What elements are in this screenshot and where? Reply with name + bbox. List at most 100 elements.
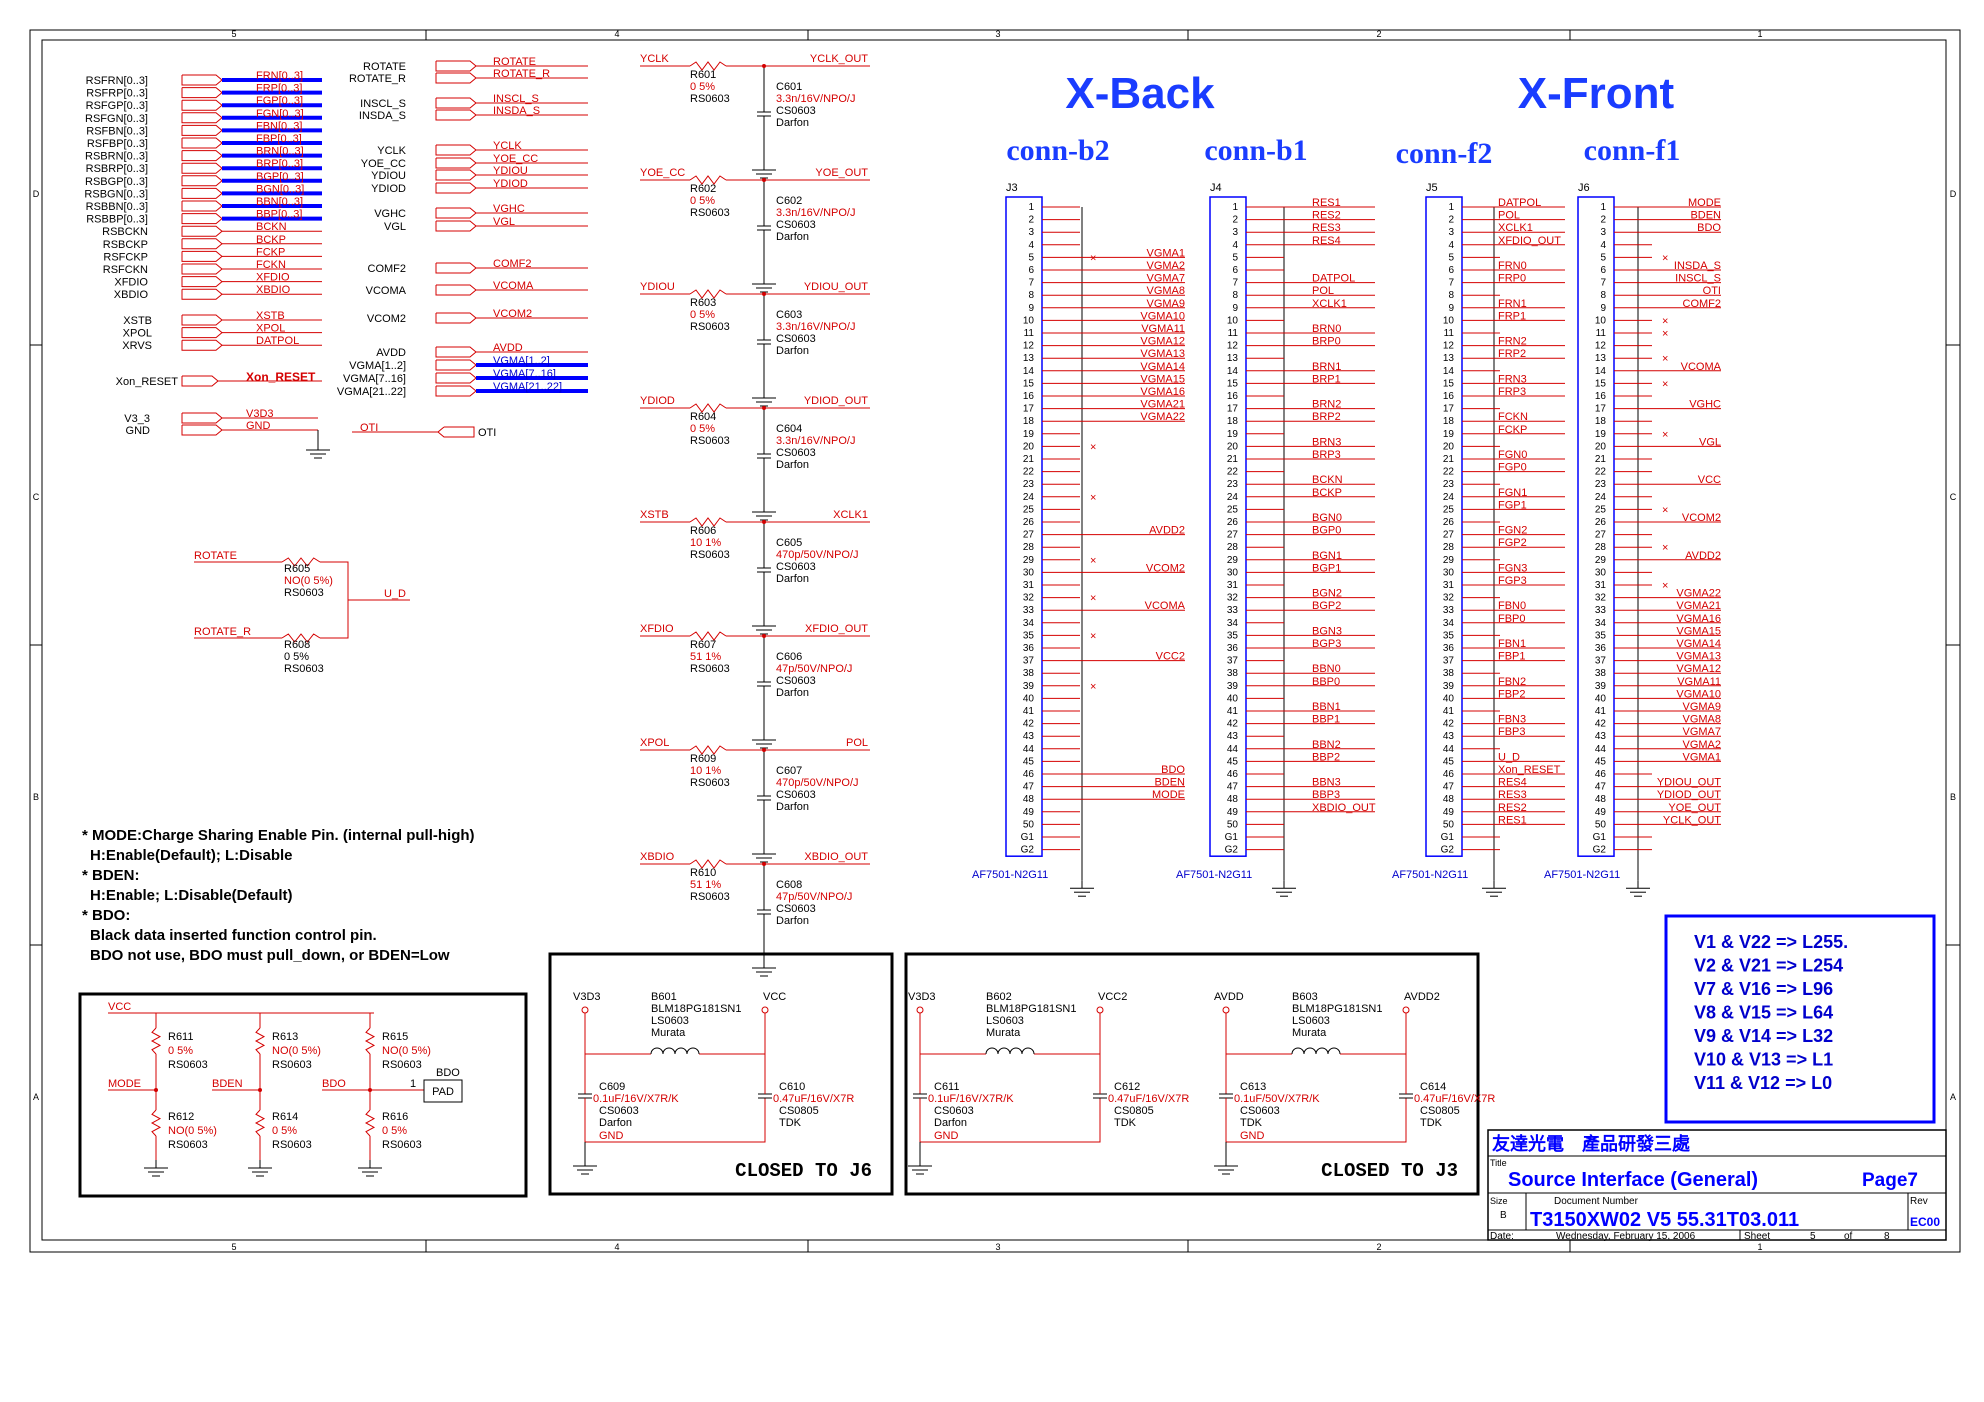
frame-col-top: 2	[1376, 29, 1381, 39]
pin-net: BGN1	[1312, 550, 1342, 562]
pull-res-pkg: RS0603	[382, 1139, 422, 1151]
bead-c2-pkg: CS0805	[1420, 1105, 1460, 1117]
pin-number: 16	[1023, 391, 1035, 402]
resistor-symbol	[364, 1109, 376, 1137]
pin-net: VGMA14	[1676, 638, 1721, 650]
rot-r2-value: 0 5%	[284, 651, 309, 663]
pin-number: 36	[1595, 643, 1607, 654]
pin-net: FCKN	[1498, 411, 1528, 423]
pin-number: 44	[1595, 744, 1607, 755]
bead-c2-value: 0.47uF/16V/X7R	[773, 1093, 854, 1105]
wire	[699, 1013, 766, 1055]
xon-name: Xon_RESET	[116, 376, 179, 388]
mid-signal-net: VGMA[7..16]	[493, 368, 556, 380]
frame-col-bottom: 3	[995, 1242, 1000, 1252]
filter-input: XFDIO	[640, 623, 674, 635]
bead-c1-mfr: Darfon	[934, 1117, 967, 1129]
pin-net: RES3	[1498, 789, 1527, 801]
junction	[762, 292, 766, 296]
filter-cap-pkg: CS0603	[776, 789, 816, 801]
pin-net: YCLK_OUT	[1663, 814, 1721, 826]
resistor-symbol	[689, 859, 727, 869]
pin-number: 9	[1600, 303, 1606, 314]
bead-coil	[1291, 1047, 1305, 1055]
connector-title: conn-b1	[1204, 134, 1307, 167]
pin-net: INSDA_S	[1674, 260, 1721, 272]
notes: * MODE:Charge Sharing Enable Pin. (inter…	[82, 827, 475, 964]
pin-number: 7	[1448, 278, 1454, 289]
frame-col-bottom: 4	[614, 1242, 619, 1252]
left-signal-net: FBN[0..3]	[256, 120, 302, 132]
power-port	[1402, 1006, 1410, 1014]
left-signal-net: XFDIO	[256, 272, 290, 284]
bead-out: VCC	[763, 991, 786, 1003]
no-connect-mark: ×	[1090, 555, 1096, 567]
pin-number: 44	[1443, 744, 1455, 755]
mid-signal-net: INSDA_S	[493, 105, 540, 117]
port-symbol	[435, 207, 477, 219]
pin-number: 24	[1023, 492, 1035, 503]
power-port	[1096, 1006, 1104, 1014]
pin-number: 38	[1595, 668, 1607, 679]
power-port	[1222, 1006, 1230, 1014]
pin-number: 47	[1227, 782, 1239, 793]
bead-ref: B602	[986, 991, 1012, 1003]
left-signal-name: XBDIO	[114, 289, 149, 301]
bead-c1-ref: C611	[934, 1081, 959, 1093]
pin-net: XCLK1	[1498, 222, 1533, 234]
pin-net: BBN1	[1312, 701, 1341, 713]
pull-res-ref: R615	[382, 1031, 408, 1043]
note-line: * MODE:Charge Sharing Enable Pin. (inter…	[82, 827, 475, 844]
pin-net: FGN2	[1498, 525, 1527, 537]
pull-res-value: NO(0 5%)	[382, 1045, 431, 1057]
connector-part: AF7501-N2G11	[1176, 869, 1252, 881]
pin-number: 8	[1600, 290, 1606, 301]
frame-col-bottom: 1	[1757, 1242, 1762, 1252]
pin-number: 25	[1023, 504, 1035, 515]
pin-number: 45	[1227, 756, 1239, 767]
bead-coil	[985, 1047, 999, 1055]
pin-number: 43	[1443, 731, 1455, 742]
pin-net: VGMA12	[1676, 663, 1721, 675]
pin-number: 6	[1232, 265, 1238, 276]
pin-number: 50	[1443, 819, 1455, 830]
pin-net: FRP1	[1498, 310, 1526, 322]
pin-net: FRP3	[1498, 386, 1526, 398]
pin-net: FGP2	[1498, 537, 1527, 549]
pin-number: 2	[1232, 215, 1238, 226]
pin-number: 46	[1443, 769, 1455, 780]
frame-row-left: B	[33, 792, 39, 802]
junction	[762, 862, 766, 866]
pin-net: VCC2	[1156, 651, 1185, 663]
pin-number: 35	[1595, 630, 1607, 641]
mapping-line: V9 & V14 => L32	[1694, 1026, 1833, 1046]
pin-number: 17	[1227, 404, 1239, 415]
pin-number: 4	[1448, 240, 1454, 251]
no-connect-mark: ×	[1662, 504, 1668, 516]
left-signal-net: BGN[0..3]	[256, 183, 304, 195]
pin-number: 40	[1227, 693, 1239, 704]
bead-c2-mfr: TDK	[779, 1117, 802, 1129]
mapping-line: V7 & V16 => L96	[1694, 979, 1833, 999]
pin-net: YOE_OUT	[1668, 802, 1721, 814]
pull-net: BDEN	[212, 1078, 243, 1090]
schematic-title: Source Interface (General)	[1508, 1169, 1758, 1191]
filter-res-pkg: RS0603	[690, 435, 730, 447]
port-symbol	[181, 137, 223, 149]
resistor-symbol	[364, 1027, 376, 1055]
power-port	[581, 1006, 589, 1014]
mid-signal-net: VGL	[493, 216, 515, 228]
filter-cap-pkg: CS0603	[776, 903, 816, 915]
left-signal-name: RSBGP[0..3]	[85, 176, 148, 188]
pin-number: 18	[1023, 416, 1035, 427]
pin-number: 6	[1448, 265, 1454, 276]
connector-part: AF7501-N2G11	[972, 869, 1048, 881]
pin-net: VGMA16	[1140, 386, 1185, 398]
mapping-line: V2 & V21 => L254	[1694, 956, 1843, 976]
filter-cap-value: 3.3n/16V/NPO/J	[776, 435, 856, 447]
pin-number: 23	[1023, 479, 1035, 490]
pin-number: 49	[1227, 807, 1239, 818]
